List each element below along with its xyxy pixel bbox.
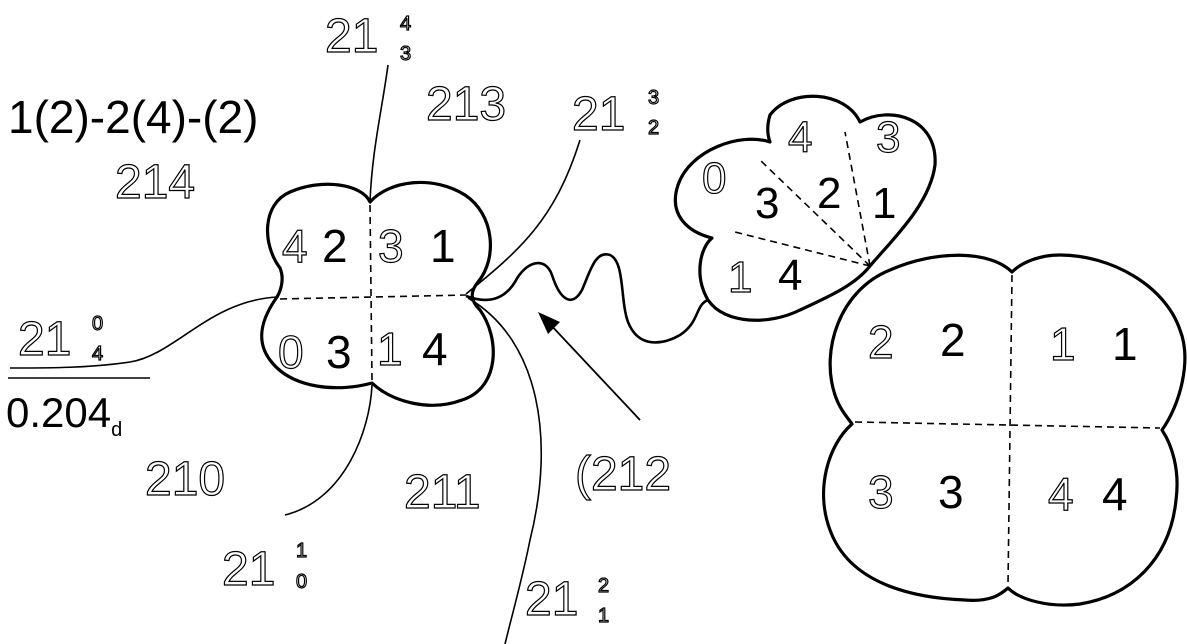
arrow-212-head: [538, 312, 560, 334]
fan-hollow-0: 0: [702, 154, 726, 203]
right-tr-hollow: 1: [1050, 318, 1076, 370]
formula-label: 1(2)-2(4)-(2): [8, 91, 258, 143]
left-bl-hollow: 0: [278, 326, 304, 378]
left-bl-solid: 3: [326, 326, 352, 378]
fan-hollow-2: 3: [876, 113, 900, 162]
svg-text:21: 21: [222, 543, 275, 596]
leader-21-21: [467, 297, 543, 644]
svg-text:2: 2: [598, 575, 609, 597]
fan-divider-2: [844, 131, 871, 267]
svg-text:21: 21: [572, 88, 625, 141]
fan-hollow-1: 4: [788, 113, 812, 162]
leader-21-32: [465, 139, 581, 295]
arrow-212-shaft: [547, 321, 641, 421]
region-212: (212: [575, 448, 671, 501]
right-tl-solid: 2: [940, 314, 966, 366]
svg-text:4: 4: [92, 343, 103, 365]
left-blob-vertical-divider: [369, 204, 373, 381]
point-21-10: 21 1 0: [221, 539, 307, 596]
fan-solid-2: 1: [872, 179, 896, 228]
region-213: 213: [426, 78, 506, 131]
left-blob-horizontal-divider: [279, 294, 467, 300]
svg-text:0: 0: [92, 313, 103, 335]
fan-divider-3: [734, 231, 871, 267]
svg-text:3: 3: [648, 87, 659, 109]
leader-21-04: [9, 296, 279, 369]
fan-divider-1: [759, 159, 871, 267]
svg-text:3: 3: [400, 43, 411, 65]
left-tr-hollow: 3: [378, 220, 404, 272]
left-tl-hollow: 4: [282, 220, 308, 272]
svg-text:1: 1: [296, 540, 307, 562]
region-214: 214: [115, 156, 195, 209]
right-tr-solid: 1: [1112, 318, 1138, 370]
region-211: 211: [404, 466, 481, 519]
fan-hollow-3: 1: [728, 253, 752, 302]
svg-text:2: 2: [648, 117, 659, 139]
fan-blob-outline: [673, 94, 937, 322]
leader-21-43: [369, 64, 389, 203]
right-bl-hollow: 3: [868, 466, 894, 518]
fan-solid-0: 3: [755, 179, 779, 228]
right-blob-horizontal-divider: [854, 421, 1161, 429]
svg-text:0: 0: [296, 571, 307, 593]
svg-text:21: 21: [18, 313, 71, 366]
svg-text:1: 1: [598, 605, 609, 627]
right-br-solid: 4: [1102, 468, 1128, 520]
left-tr-solid: 1: [430, 220, 456, 272]
right-blob-vertical-divider: [1007, 274, 1013, 586]
point-21-04: 21 0 4: [17, 312, 103, 366]
svg-text:21: 21: [325, 10, 378, 63]
left-br-solid: 4: [422, 323, 448, 375]
right-tl-hollow: 2: [868, 316, 894, 368]
leader-21-10: [284, 384, 373, 516]
fan-solid-3: 4: [778, 251, 802, 300]
left-blob-outline: [260, 180, 495, 407]
right-blob-outline: [822, 253, 1187, 607]
svg-text:21: 21: [525, 573, 578, 626]
left-br-hollow: 1: [377, 323, 403, 375]
decimal-label: 0.204d: [6, 389, 122, 441]
wavy-connector: [465, 253, 709, 344]
left-tl-solid: 2: [322, 220, 348, 272]
right-bl-solid: 3: [938, 466, 964, 518]
point-21-43: 21 4 3: [324, 9, 411, 65]
region-210: 210: [145, 453, 225, 506]
fan-solid-1: 2: [817, 169, 841, 218]
point-21-21: 21 2 1: [524, 572, 609, 627]
svg-text:4: 4: [400, 13, 411, 35]
right-br-hollow: 4: [1048, 468, 1074, 520]
point-21-32: 21 3 2: [571, 86, 659, 141]
